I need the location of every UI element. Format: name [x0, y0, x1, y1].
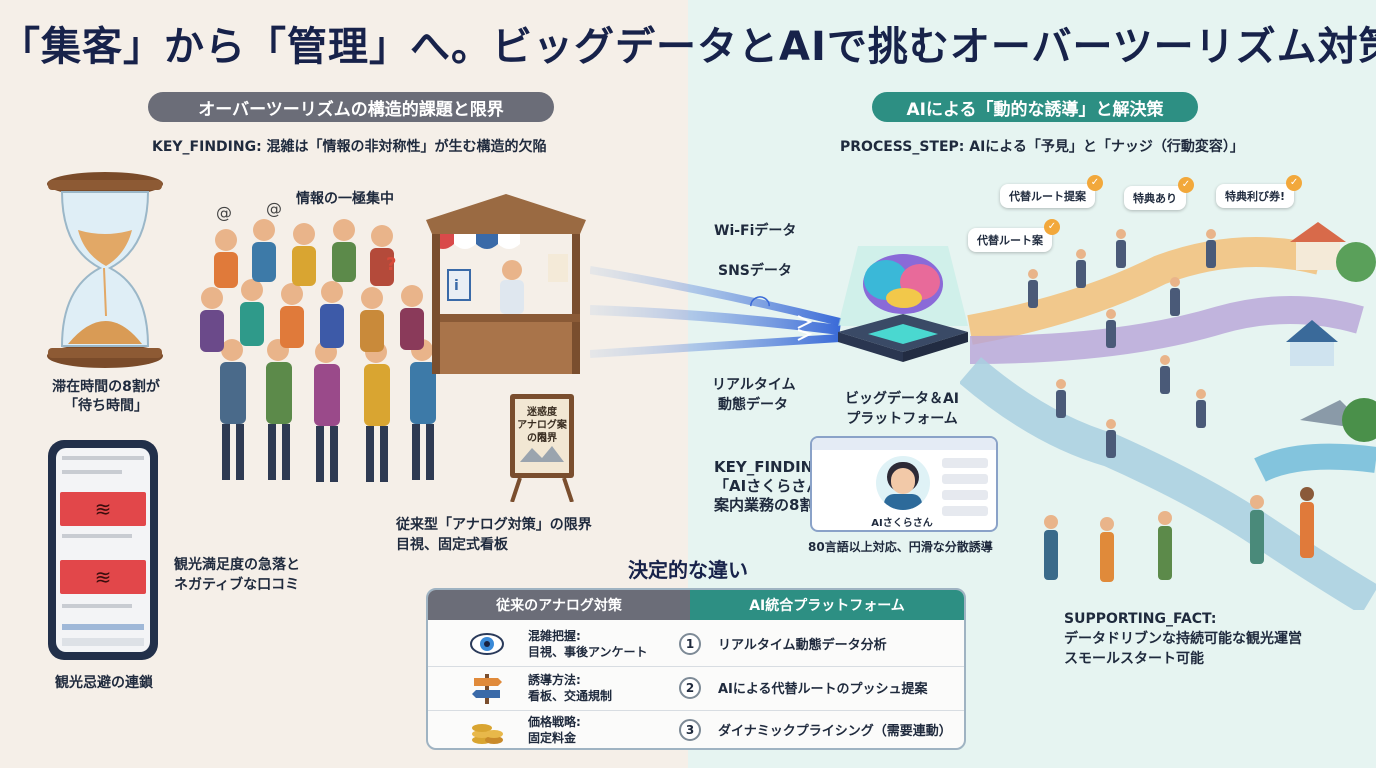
- row-divider: [428, 710, 964, 711]
- route-bubble-3-text: 特典利び券!: [1225, 190, 1286, 203]
- supporting-fact-3: スモールスタート可能: [1064, 651, 1204, 667]
- multilingual-label: 80言語以上対応、円滑な分散誘導: [808, 540, 993, 554]
- smartphone: ≋ ≋: [48, 440, 158, 660]
- hourglass-label-1: 滞在時間の8割が: [52, 379, 160, 395]
- comparison-table: 従来のアナログ対策 AI統合プラットフォーム 混雑把握: 目視、事後アンケート 1…: [426, 588, 966, 750]
- crowd-illustration: ? @ @: [200, 200, 436, 482]
- input-realtime-1: リアルタイム: [712, 377, 796, 393]
- comparison-header-analog: 従来のアナログ対策: [428, 590, 690, 620]
- row1-old-detail: 目視、事後アンケート: [528, 645, 648, 659]
- row2-number: 2: [679, 677, 701, 699]
- coins-icon: [472, 724, 503, 744]
- row1-new: リアルタイム動態データ分析: [718, 638, 887, 653]
- route-bubble-4-text: 代替ルート案: [977, 234, 1043, 247]
- comparison-row: 価格戦略: 固定料金 3 ダイナミックプライシング（需要連動）: [428, 708, 964, 748]
- ai-brain-platform: [838, 246, 968, 362]
- row3-old-title: 価格戦略:: [528, 715, 581, 729]
- dispersed-routes-illustration: [960, 222, 1376, 610]
- left-key-finding: KEY_FINDING: 混雑は「情報の非対称性」が生む構造的欠陥: [152, 139, 547, 155]
- phone-label: 観光忌避の連鎖: [55, 675, 153, 691]
- comparison-row: 誘導方法: 看板、交通規制 2 AIによる代替ルートのプッシュ提案: [428, 666, 964, 710]
- input-sns: SNSデータ: [718, 263, 792, 279]
- left-section-heading: オーバーツーリズムの構造的課題と限界: [148, 92, 554, 122]
- eye-icon: [470, 633, 504, 655]
- page-title: 「集客」から「管理」へ。ビッグデータとAIで挑むオーバーツーリズム対策: [0, 24, 1376, 70]
- row3-old-detail: 固定料金: [528, 731, 577, 745]
- angry-face-icon: ≋: [60, 560, 146, 594]
- sign-text-1: 迷惑度: [527, 407, 557, 418]
- input-wifi: Wi-Fiデータ: [714, 223, 797, 239]
- route-bubble-1-text: 代替ルート提案: [1009, 190, 1086, 203]
- comparison-title: 決定的な違い: [628, 558, 748, 582]
- angry-face-icon: ≋: [60, 492, 146, 526]
- route-bubble-4: 代替ルート案✓: [968, 219, 1060, 252]
- row2-old-detail: 看板、交通規制: [528, 689, 613, 703]
- svg-text:i: i: [454, 278, 459, 294]
- crowd-label: 情報の一極集中: [296, 191, 394, 207]
- input-realtime-2: 動態データ: [718, 397, 788, 413]
- supporting-fact-1: SUPPORTING_FACT:: [1064, 611, 1217, 627]
- avatar-card: AIさくらさん: [810, 436, 998, 532]
- svg-text:?: ?: [386, 254, 396, 275]
- right-section-heading: AIによる「動的な誘導」と解決策: [872, 92, 1198, 122]
- analog-label-2: 目視、固定式看板: [396, 537, 508, 553]
- sign-text-3: の限界: [527, 433, 557, 444]
- review-label-2: ネガティブな口コミ: [174, 577, 300, 593]
- route-bubble-1: 代替ルート提案✓: [1000, 175, 1103, 208]
- svg-text:@: @: [266, 200, 282, 218]
- row3-new: ダイナミックプライシング（需要連動）: [718, 724, 952, 739]
- right-process-step: PROCESS_STEP: AIによる「予見」と「ナッジ（行動変容）」: [840, 139, 1244, 155]
- hourglass-label-2: 「待ち時間」: [64, 398, 148, 414]
- comparison-row: 混雑把握: 目視、事後アンケート 1 リアルタイム動態データ分析: [428, 622, 964, 666]
- svg-text:@: @: [216, 203, 232, 222]
- row-divider: [428, 666, 964, 667]
- supporting-fact-2: データドリブンな持続可能な観光運営: [1064, 631, 1302, 647]
- platform-label-1: ビッグデータ＆AI: [844, 391, 960, 407]
- check-icon: ✓: [1286, 175, 1303, 191]
- row1-old-title: 混雑把握:: [528, 629, 581, 643]
- analog-label-1: 従来型「アナログ対策」の限界: [396, 517, 592, 533]
- row3-number: 3: [679, 719, 701, 741]
- avatar-name: AIさくらさん: [871, 518, 933, 529]
- sign-text-2: アナログ案内: [517, 420, 567, 444]
- right-key-finding-1: KEY_FINDING:: [714, 458, 832, 476]
- hourglass-icon: [47, 172, 163, 368]
- row2-old-title: 誘導方法:: [528, 673, 581, 687]
- route-bubble-3: 特典利び券!✓: [1216, 175, 1303, 208]
- route-bubble-2-text: 特典あり: [1133, 192, 1177, 205]
- platform-label-2: プラットフォーム: [846, 411, 958, 427]
- signpost-icon: [472, 674, 502, 704]
- row2-new: AIによる代替ルートのプッシュ提案: [718, 682, 928, 697]
- data-stream-arrows: [590, 266, 841, 358]
- comparison-header-ai: AI統合プラットフォーム: [690, 590, 964, 620]
- check-icon: ✓: [1044, 219, 1060, 235]
- review-label-1: 観光満足度の急落と: [174, 557, 300, 573]
- information-booth: i: [426, 194, 586, 374]
- row1-number: 1: [679, 633, 701, 655]
- avatar: [876, 456, 930, 510]
- analog-signboard: 迷惑度 アナログ案内 の限界: [506, 394, 578, 502]
- route-bubble-2: 特典あり✓: [1124, 177, 1194, 210]
- check-icon: ✓: [1087, 175, 1103, 191]
- check-icon: ✓: [1178, 177, 1194, 193]
- wifi-icon: ◠: [748, 290, 772, 320]
